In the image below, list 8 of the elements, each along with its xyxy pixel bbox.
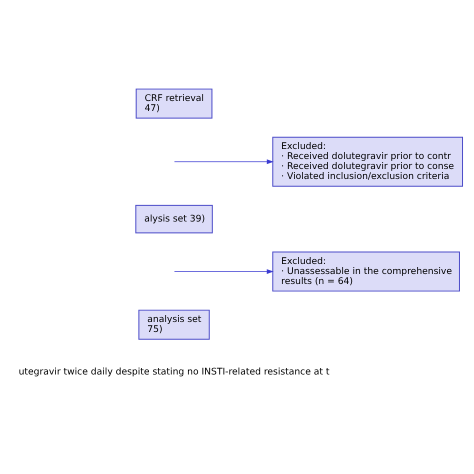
node-box: Excluded: · Received dolutegravir prior to contr · Received dolutegravir prior to conse · Violated inclusion/exclusion criteria <box>272 136 464 186</box>
node-box: Excluded: · Unassessable in the comprehensive results (n = 64) <box>272 251 460 292</box>
node-box: alysis set 39) <box>135 204 213 233</box>
node-box: CRF retrieval 47) <box>136 88 212 118</box>
arrow <box>174 268 274 274</box>
node-box: analysis set 75) <box>138 309 210 340</box>
arrow <box>174 158 274 164</box>
label: utegravir twice daily despite stating no INSTI-related resistance at t <box>18 366 330 378</box>
